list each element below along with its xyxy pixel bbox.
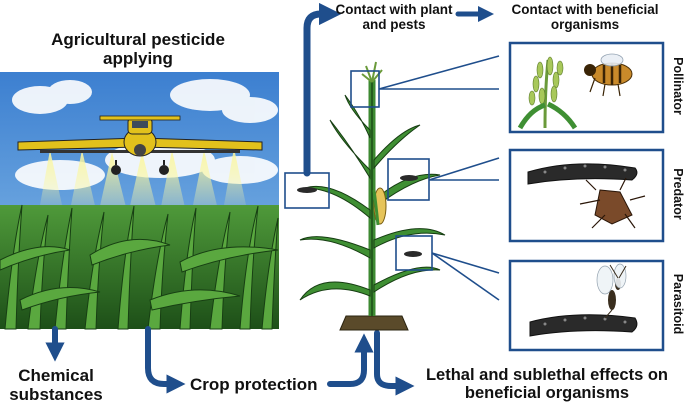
pollinator-label: Pollinator — [671, 57, 685, 115]
arrow-to-crop-protection — [145, 326, 186, 394]
effects-label: Lethal and sublethal effects on benefici… — [425, 366, 669, 403]
diagram-title: Agricultural pesticide applying — [51, 30, 225, 69]
crop-spraying-photo — [0, 72, 279, 330]
parasitoid-label: Parasitoid — [671, 273, 685, 335]
crop-protection-label: Crop protection — [190, 375, 318, 394]
corn-cob — [372, 187, 387, 226]
predator-label: Predator — [671, 168, 685, 220]
corn-tassel — [361, 61, 383, 83]
parasitoid-panel — [508, 259, 665, 352]
chemical-substances-label: Chemical substances — [9, 366, 103, 405]
arrow-plant-to-effects — [374, 330, 415, 396]
pesticide-spray — [40, 148, 246, 215]
arrow-to-contact-plant — [303, 2, 342, 177]
contact-plant-label: Contact with plant and pests — [335, 2, 453, 33]
flow-arrows — [45, 2, 495, 396]
caterpillar-icon — [297, 175, 422, 257]
corn-plant-icon — [299, 61, 446, 331]
zoom-connectors — [378, 55, 500, 301]
crop-leaves — [0, 204, 279, 330]
stink-bug-on-caterpillar-icon — [527, 163, 646, 229]
wasp-on-caterpillar-icon — [529, 263, 638, 337]
bee-on-tassel-icon — [517, 53, 633, 130]
organism-panels — [508, 41, 665, 352]
crop-duster-plane-icon — [17, 115, 263, 175]
zoom-box-leaf-left — [284, 172, 330, 209]
contact-beneficial-label: Contact with beneficial organisms — [511, 2, 659, 33]
arrow-crop-to-plant — [327, 333, 374, 387]
predator-panel — [508, 148, 665, 243]
